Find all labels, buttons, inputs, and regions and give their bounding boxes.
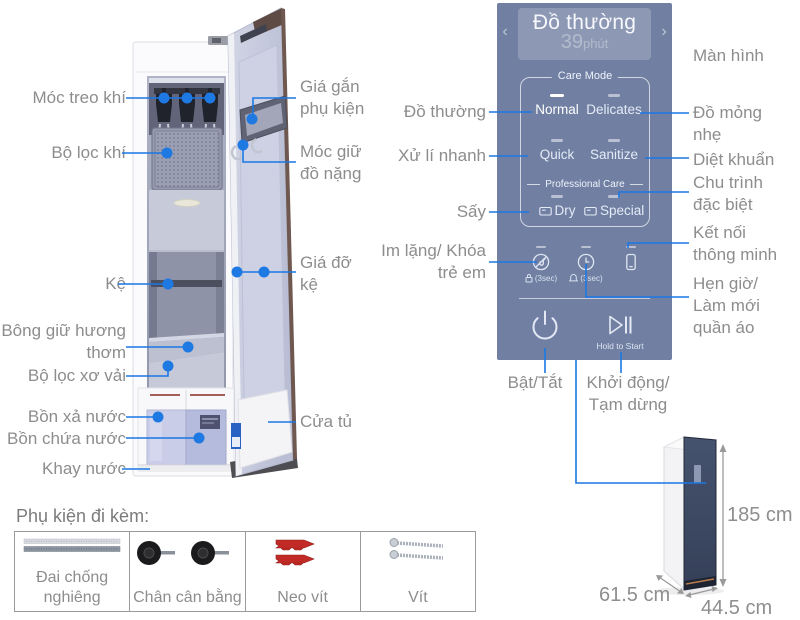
air-filter-mesh: [151, 127, 223, 191]
mute-childlock-icon: [519, 252, 563, 272]
shelf-label: Kệ: [105, 274, 126, 293]
program-name: Đồ thường: [532, 11, 637, 34]
hold-to-start-hint: Hold to Start: [596, 341, 644, 351]
care-mode-group: Care Mode Normal Delicates Quick Sanitiz…: [520, 70, 650, 227]
air-hanger-label: Móc treo khí: [32, 88, 126, 107]
fragrance-pad-label: Bông giữ hương thơm: [1, 321, 126, 362]
delicates-mode-button[interactable]: Delicates: [584, 94, 644, 117]
next-program-button[interactable]: ›: [661, 23, 667, 40]
accessories-title: Phụ kiện đi kèm:: [16, 506, 150, 526]
mini-product: [656, 436, 724, 595]
water-tray-label: Khay nước: [42, 459, 126, 478]
width-dimension: 44.5 cm: [701, 597, 773, 619]
quick-mode-button[interactable]: Quick: [527, 139, 587, 162]
smartphone-icon: [609, 252, 653, 272]
timer-button[interactable]: (3sec): [564, 246, 608, 283]
professional-care-title: Professional Care: [521, 179, 649, 190]
smart-connect-label: Kết nối thông minh: [693, 223, 778, 264]
normal-mode-button[interactable]: Normal: [527, 94, 587, 117]
silent-childlock-label: Im lặng/ Khóa trẻ em: [381, 241, 486, 282]
prev-program-button[interactable]: ‹: [502, 23, 508, 40]
air-filter-label: Bộ lọc khí: [51, 143, 126, 162]
power-label: Bật/Tắt: [507, 373, 563, 392]
heavy-garment-hook-label: Móc giữ đồ nặng: [300, 142, 362, 183]
program-display: Đồ thường 39phút: [518, 8, 651, 60]
care-mode-title: Care Mode: [551, 70, 619, 82]
water-tanks: [146, 409, 227, 466]
smart-connect-button[interactable]: [609, 246, 653, 272]
special-cycle-label: Chu trình đặc biệt: [693, 173, 763, 214]
dimension-arrows: [656, 444, 727, 598]
start-pause-button[interactable]: [603, 310, 635, 345]
screw-image: [389, 538, 443, 560]
garment-box-icon: [538, 204, 552, 219]
accessory-anti-tilt-strap: Đai chống nghiêng: [15, 532, 131, 611]
power-button[interactable]: [528, 308, 562, 347]
accessory-leveling-feet: Chân cân bằng: [130, 532, 246, 611]
mute-childlock-button[interactable]: (3sec): [519, 246, 563, 283]
shelf-support-label: Giá đỡ kệ: [300, 253, 352, 294]
bell-icon: [569, 273, 579, 282]
quick-mode-label: Xử lí nhanh: [398, 146, 486, 165]
screen-label: Màn hình: [693, 46, 764, 65]
anti-tilt-strap-image: [23, 538, 121, 552]
appliance-cabinet: [132, 36, 298, 478]
accessory-wall-anchor: Neo vít: [246, 532, 361, 611]
play-pause-icon: [609, 315, 632, 335]
accessory-mount-label: Giá gắn phụ kiện: [300, 77, 365, 118]
lint-filter-label: Bộ lọc xơ vải: [27, 366, 126, 385]
timer-refresh-label: Hẹn giờ/ Làm mới quần áo: [693, 274, 760, 337]
clock-icon: [564, 252, 608, 272]
start-pause-label: Khởi động/ Tạm dừng: [586, 373, 670, 414]
leveling-feet-image: [137, 541, 230, 565]
depth-dimension: 61.5 cm: [599, 584, 671, 606]
energy-label: [231, 423, 241, 449]
water-tank-label: Bồn chứa nước: [7, 429, 126, 448]
wall-anchor-image: [274, 539, 315, 566]
control-panel: ‹ Đồ thường 39phút › Care Mode Normal De…: [497, 3, 672, 360]
accessories-table: Đai chống nghiêng Chân cân bằng Neo vít …: [14, 531, 476, 612]
program-time: 39phút: [560, 31, 609, 53]
shelf-bar: [151, 280, 222, 287]
delicates-label: Đồ mỏng nhẹ: [693, 103, 762, 144]
door-label: Cửa tủ: [300, 412, 353, 431]
panel-divider: [519, 298, 650, 299]
special-mode-button[interactable]: Special: [584, 195, 644, 219]
lock-icon: [525, 274, 533, 283]
sanitize-label: Diệt khuẩn: [693, 150, 775, 169]
height-dimension: 185 cm: [727, 504, 793, 526]
appliance-door: [227, 7, 297, 477]
dry-mode-label: Sấy: [456, 202, 486, 221]
drain-tank-label: Bồn xả nước: [27, 407, 126, 426]
garment-box-icon: [584, 204, 597, 219]
power-icon: [532, 310, 558, 340]
dry-mode-button[interactable]: Dry: [527, 195, 587, 219]
sanitize-mode-button[interactable]: Sanitize: [584, 139, 644, 162]
accessory-screw: Vít: [361, 532, 475, 611]
normal-mode-label: Đồ thường: [403, 102, 486, 121]
